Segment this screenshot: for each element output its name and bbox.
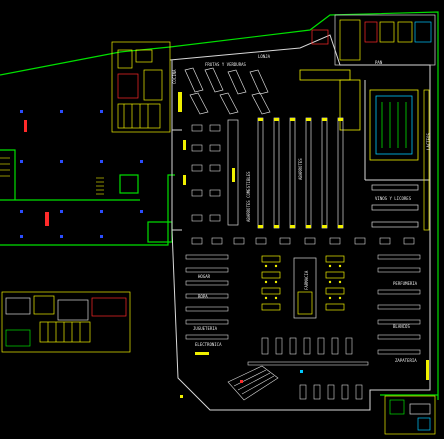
checkout-lanes bbox=[247, 337, 369, 400]
gondola-endcaps bbox=[258, 118, 343, 228]
label-pan: PAN bbox=[375, 60, 383, 65]
office-block-top bbox=[111, 41, 171, 133]
label-abarrotes: ABARROTES bbox=[298, 158, 303, 180]
department-labels: FRUTAS Y VERDURAS LONJA PAN COCINA ABARR… bbox=[172, 54, 431, 363]
label-farmacia: FARMACIA bbox=[304, 270, 309, 290]
left-annex-stair bbox=[0, 157, 104, 195]
label-electronica: ELECTRONICA bbox=[195, 342, 222, 347]
service-block-bottom bbox=[1, 291, 131, 353]
label-frutas-verduras: FRUTAS Y VERDURAS bbox=[205, 62, 247, 67]
column-grid bbox=[20, 110, 143, 238]
label-ropa: ROPA bbox=[198, 294, 208, 299]
label-abarrotes-comestibles: ABARROTES COMESTIBLES bbox=[246, 171, 251, 222]
misc-fixtures bbox=[178, 92, 429, 398]
left-annex-marks bbox=[24, 120, 49, 226]
display-tables-left bbox=[191, 124, 415, 245]
service-room-bottom-right bbox=[384, 395, 436, 435]
entrance-marks bbox=[240, 370, 303, 383]
central-pods bbox=[261, 255, 345, 319]
service-block-top-right bbox=[311, 14, 436, 66]
building-walls bbox=[169, 34, 431, 411]
central-pod-dots bbox=[264, 264, 342, 300]
label-blancos: BLANCOS bbox=[393, 324, 410, 329]
softgoods-racks-right bbox=[377, 254, 421, 355]
label-lacteos: LACTEOS bbox=[426, 133, 431, 150]
label-cocina: COCINA bbox=[172, 69, 177, 84]
label-zapateria: ZAPATERIA bbox=[395, 358, 417, 363]
label-perfumeria: PERFUMERIA bbox=[393, 281, 418, 286]
produce-racks bbox=[184, 67, 271, 115]
bakery-area bbox=[299, 69, 419, 161]
label-hogar: HOGAR bbox=[198, 274, 211, 279]
label-vinos-licores: VINOS Y LICORES bbox=[375, 196, 412, 201]
entrance-ramp bbox=[227, 365, 279, 401]
liquor-racks bbox=[371, 89, 430, 231]
label-lonja: LONJA bbox=[258, 54, 271, 59]
softgoods-racks-left bbox=[185, 254, 229, 340]
label-jugueteria: JUGUETERIA bbox=[193, 326, 218, 331]
